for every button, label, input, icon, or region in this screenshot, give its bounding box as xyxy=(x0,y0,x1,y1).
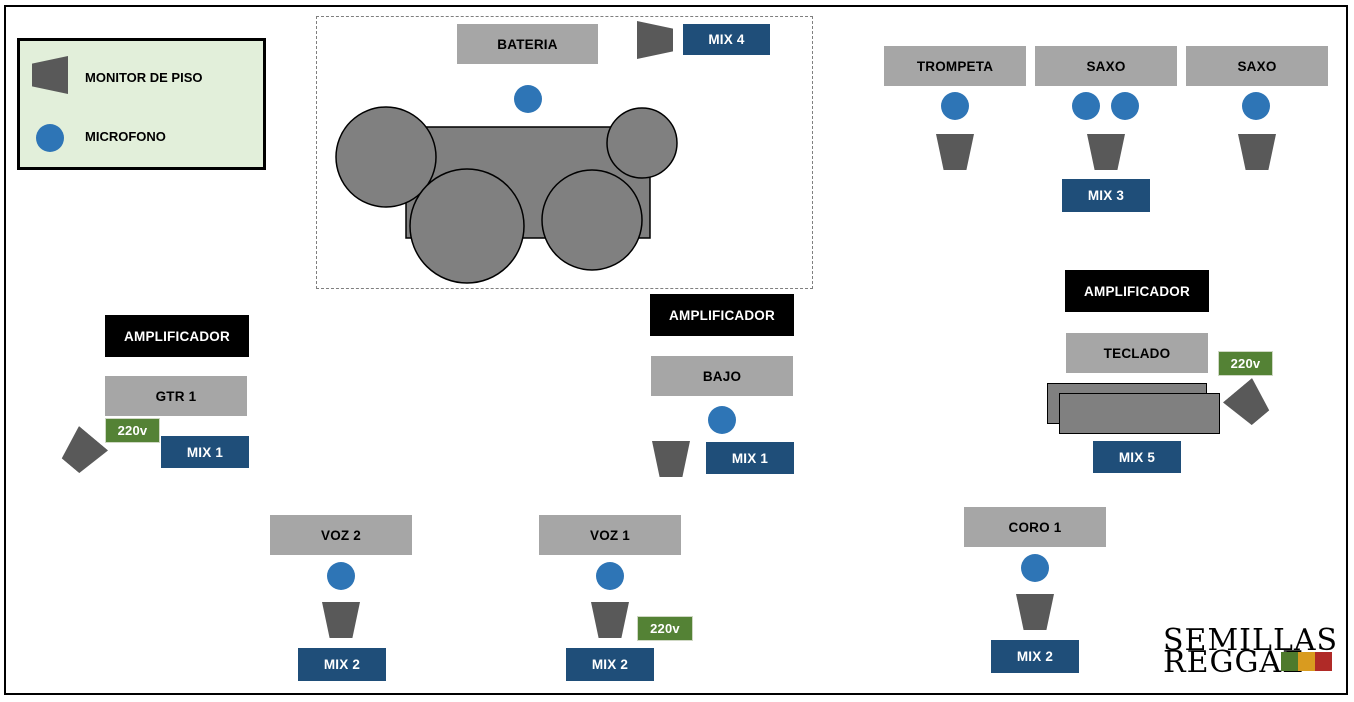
logo-line-2: REGGAE xyxy=(1163,645,1305,680)
guitar-amp: AMPLIFICADOR xyxy=(105,315,249,357)
voz1-mic-icon xyxy=(596,562,624,590)
keyboard-2 xyxy=(1059,393,1220,434)
drum-area xyxy=(316,16,813,289)
bass-amp: AMPLIFICADOR xyxy=(650,294,794,336)
logo-line-1: SEMILLAS xyxy=(1163,623,1339,658)
logo-square-yellow xyxy=(1298,652,1315,671)
coro1-label: CORO 1 xyxy=(964,507,1106,547)
horns-mix: MIX 3 xyxy=(1062,179,1150,212)
bass-mic-icon xyxy=(708,406,736,434)
logo-square-red xyxy=(1315,652,1332,671)
voz1-label: VOZ 1 xyxy=(539,515,681,555)
coro1-mix: MIX 2 xyxy=(991,640,1079,673)
saxo-monitor-icon xyxy=(1087,134,1125,170)
guitar-power: 220v xyxy=(105,418,160,443)
voz2-label: VOZ 2 xyxy=(270,515,412,555)
drums-label: BATERIA xyxy=(457,24,598,64)
bass-label: BAJO xyxy=(651,356,793,396)
keys-label: TECLADO xyxy=(1066,333,1208,373)
trompeta-label: TROMPETA xyxy=(884,46,1026,86)
saxo2-monitor-icon xyxy=(1238,134,1276,170)
monitor-legend-icon xyxy=(32,56,68,94)
saxo2-mic-icon xyxy=(1242,92,1270,120)
keys-amp: AMPLIFICADOR xyxy=(1065,270,1209,312)
legend: MONITOR DE PISO MICROFONO xyxy=(17,38,266,170)
drums-mix: MIX 4 xyxy=(683,24,770,55)
coro1-mic-icon xyxy=(1021,554,1049,582)
voz2-mix: MIX 2 xyxy=(298,648,386,681)
stage-plot-frame xyxy=(4,5,1348,695)
voz2-monitor-icon xyxy=(322,602,360,638)
keys-mix: MIX 5 xyxy=(1093,441,1181,473)
guitar-label: GTR 1 xyxy=(105,376,247,416)
drums-mic-icon xyxy=(514,85,542,113)
voz2-mic-icon xyxy=(327,562,355,590)
saxo-label-1: SAXO xyxy=(1035,46,1177,86)
bass-mix: MIX 1 xyxy=(706,442,794,474)
saxo-mic-icon-a xyxy=(1072,92,1100,120)
trompeta-mic-icon xyxy=(941,92,969,120)
mic-legend-icon xyxy=(36,124,64,152)
legend-mic-label: MICROFONO xyxy=(85,129,166,144)
keys-power: 220v xyxy=(1218,351,1273,376)
voz1-power: 220v xyxy=(637,616,693,641)
guitar-mix: MIX 1 xyxy=(161,436,249,468)
voz1-mix: MIX 2 xyxy=(566,648,654,681)
logo-square-green xyxy=(1281,652,1298,671)
saxo-mic-icon-b xyxy=(1111,92,1139,120)
saxo-label-2: SAXO xyxy=(1186,46,1328,86)
legend-monitor-label: MONITOR DE PISO xyxy=(85,70,203,85)
